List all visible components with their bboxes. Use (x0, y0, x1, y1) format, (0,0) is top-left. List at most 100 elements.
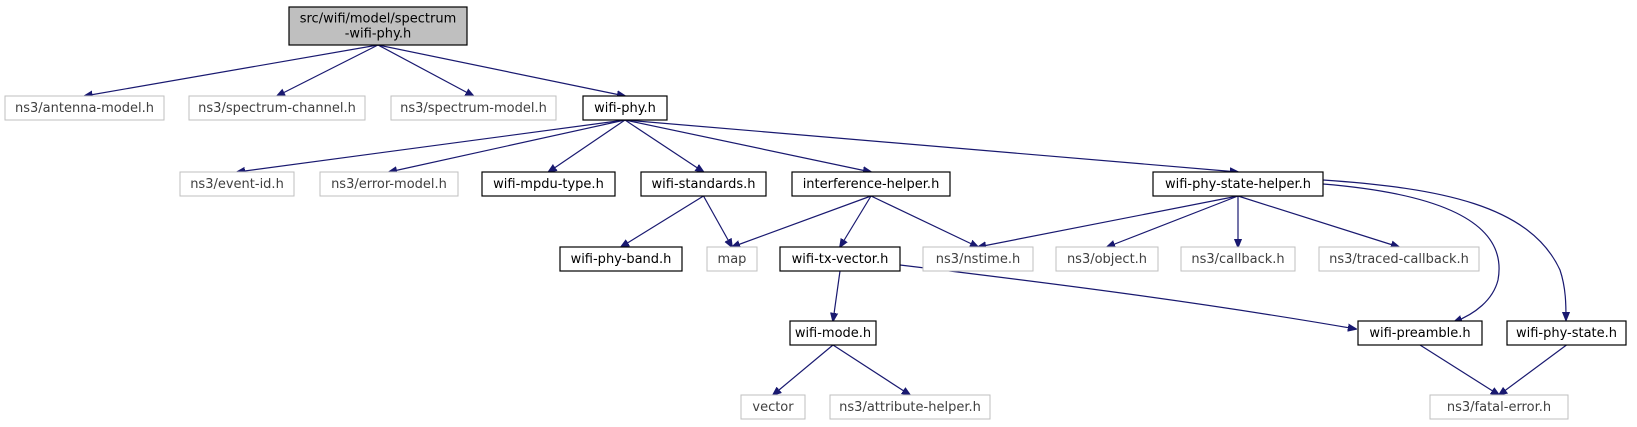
node-label-preamble: wifi-preamble.h (1369, 326, 1470, 341)
node-label-state-helper: wifi-phy-state-helper.h (1165, 177, 1311, 192)
node-box-wifi-mode (789, 320, 877, 346)
node-phy-state[interactable]: wifi-phy-state.h (1506, 320, 1627, 346)
node-box-attribute-helper (829, 394, 991, 420)
node-root[interactable]: src/wifi/model/spectrum-wifi-phy.h (288, 6, 468, 46)
node-mpdu-type[interactable]: wifi-mpdu-type.h (481, 171, 616, 197)
edge-root-to-spectrum-channel (277, 44, 379, 96)
edge-wifi-mode-to-attribute-helper (832, 344, 910, 395)
node-box-phy-state (1506, 320, 1627, 346)
node-box-root (288, 6, 468, 46)
edge-wifi-phy-to-interference (624, 119, 871, 172)
edge-state-helper-to-nstime (978, 195, 1239, 247)
node-interference[interactable]: interference-helper.h (791, 171, 951, 197)
node-label-map: map (718, 252, 747, 267)
edge-wifi-mode-to-vector (773, 344, 834, 395)
node-box-fatal-error (1429, 394, 1569, 420)
node-tx-vector[interactable]: wifi-tx-vector.h (779, 246, 901, 272)
node-vector: vector (740, 394, 806, 420)
node-label-wifi-phy: wifi-phy.h (594, 101, 656, 116)
node-object: ns3/object.h (1055, 246, 1159, 272)
node-phy-band[interactable]: wifi-phy-band.h (559, 246, 683, 272)
node-callback: ns3/callback.h (1180, 246, 1296, 272)
edge-root-to-spectrum-model (377, 44, 474, 96)
node-preamble[interactable]: wifi-preamble.h (1357, 320, 1483, 346)
node-spectrum-channel: ns3/spectrum-channel.h (188, 95, 366, 121)
node-label-wifi-mode: wifi-mode.h (795, 326, 871, 341)
node-map: map (706, 246, 758, 272)
node-box-vector (740, 394, 806, 420)
edge-state-helper-to-preamble (1322, 183, 1500, 322)
node-box-standards (640, 171, 767, 197)
edge-standards-to-phy-band (621, 195, 704, 247)
edge-state-helper-to-traced-callback (1237, 195, 1399, 247)
node-box-map (706, 246, 758, 272)
edge-interference-to-map (732, 195, 872, 247)
nodes-layer: src/wifi/model/spectrum-wifi-phy.h ns3/an… (4, 6, 1627, 420)
node-standards[interactable]: wifi-standards.h (640, 171, 767, 197)
node-box-state-helper (1152, 171, 1324, 197)
edge-interference-to-nstime (870, 195, 978, 247)
node-label-mpdu-type: wifi-mpdu-type.h (493, 177, 604, 192)
node-state-helper[interactable]: wifi-phy-state-helper.h (1152, 171, 1324, 197)
node-label-event-id: ns3/event-id.h (190, 177, 284, 192)
node-label-error-model: ns3/error-model.h (331, 177, 447, 192)
node-box-nstime (922, 246, 1034, 272)
edge-wifi-phy-to-error-model (389, 119, 626, 172)
node-box-preamble (1357, 320, 1483, 346)
node-label-tx-vector: wifi-tx-vector.h (792, 252, 889, 267)
edge-wifi-phy-to-standards (624, 119, 704, 172)
node-label-traced-callback: ns3/traced-callback.h (1329, 252, 1469, 267)
node-box-event-id (179, 171, 295, 197)
edges-layer (85, 44, 1567, 395)
edge-wifi-phy-to-state-helper (624, 119, 1238, 172)
node-box-antenna (4, 95, 165, 121)
edge-state-helper-to-phy-state (1322, 179, 1566, 320)
node-event-id: ns3/event-id.h (179, 171, 295, 197)
node-box-callback (1180, 246, 1296, 272)
node-box-error-model (319, 171, 459, 197)
node-box-phy-band (559, 246, 683, 272)
node-box-tx-vector (779, 246, 901, 272)
node-box-interference (791, 171, 951, 197)
node-label-root-line-1: src/wifi/model/spectrum (300, 12, 457, 27)
node-box-spectrum-channel (188, 95, 366, 121)
node-traced-callback: ns3/traced-callback.h (1318, 246, 1480, 272)
edge-wifi-phy-to-event-id (237, 119, 626, 172)
node-label-interference: interference-helper.h (803, 177, 940, 192)
node-box-mpdu-type (481, 171, 616, 197)
node-wifi-mode[interactable]: wifi-mode.h (789, 320, 877, 346)
node-box-traced-callback (1318, 246, 1480, 272)
node-label-attribute-helper: ns3/attribute-helper.h (839, 400, 981, 415)
node-label-nstime: ns3/nstime.h (936, 252, 1020, 267)
node-label-root-line-2: -wifi-phy.h (345, 27, 412, 42)
node-fatal-error: ns3/fatal-error.h (1429, 394, 1569, 420)
edge-state-helper-to-object (1107, 195, 1239, 247)
node-box-wifi-phy (582, 95, 668, 121)
edge-root-to-antenna (85, 44, 379, 96)
node-label-vector: vector (752, 400, 794, 415)
node-label-standards: wifi-standards.h (652, 177, 756, 192)
node-label-object: ns3/object.h (1067, 252, 1147, 267)
node-label-spectrum-model: ns3/spectrum-model.h (400, 101, 547, 116)
edge-wifi-phy-to-mpdu-type (549, 119, 626, 172)
edge-root-to-wifi-phy (377, 44, 625, 96)
edge-standards-to-map (702, 195, 733, 247)
node-label-spectrum-channel: ns3/spectrum-channel.h (198, 101, 356, 116)
node-box-object (1055, 246, 1159, 272)
edge-tx-vector-to-wifi-mode (833, 270, 841, 321)
node-error-model: ns3/error-model.h (319, 171, 459, 197)
edge-phy-state-to-fatal-error (1499, 344, 1567, 395)
node-label-callback: ns3/callback.h (1191, 252, 1284, 267)
node-label-phy-band: wifi-phy-band.h (571, 252, 672, 267)
edge-tx-vector-to-preamble (899, 264, 1356, 329)
node-label-phy-state: wifi-phy-state.h (1516, 326, 1617, 341)
node-antenna: ns3/antenna-model.h (4, 95, 165, 121)
node-label-antenna: ns3/antenna-model.h (15, 101, 154, 116)
edge-preamble-to-fatal-error (1419, 344, 1499, 395)
node-label-fatal-error: ns3/fatal-error.h (1447, 400, 1551, 415)
node-wifi-phy[interactable]: wifi-phy.h (582, 95, 668, 121)
node-attribute-helper: ns3/attribute-helper.h (829, 394, 991, 420)
node-spectrum-model: ns3/spectrum-model.h (390, 95, 557, 121)
node-box-spectrum-model (390, 95, 557, 121)
